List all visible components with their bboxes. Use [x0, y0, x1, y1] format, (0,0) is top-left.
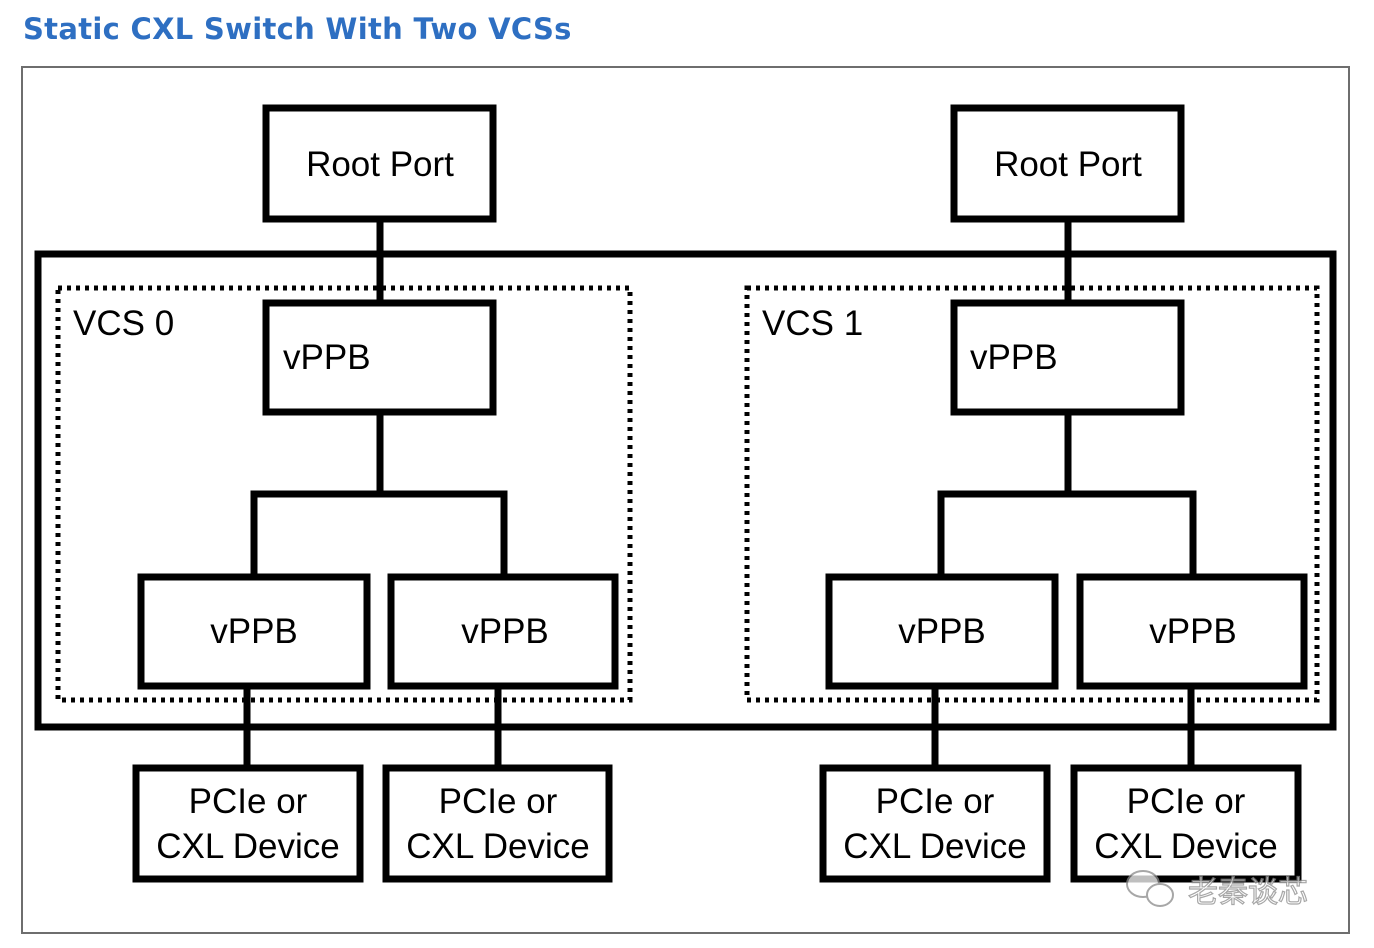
- vcs0-label: VCS 0: [73, 304, 174, 343]
- vcs0-downstream-vppb-1-label: vPPB: [210, 612, 298, 651]
- vcs1-region: [744, 285, 1320, 703]
- device-1-line2: CXL Device: [156, 827, 340, 866]
- device-4: PCIe or CXL Device: [1070, 764, 1302, 883]
- device-3-line2: CXL Device: [843, 827, 1027, 866]
- device-2: PCIe or CXL Device: [382, 764, 613, 883]
- vcs0-upstream-vppb: vPPB: [262, 299, 497, 416]
- watermark: 老秦谈芯: [1126, 870, 1309, 911]
- root-port-1-label: Root Port: [994, 145, 1142, 184]
- diagram-title: Static CXL Switch With Two VCSs: [23, 12, 572, 46]
- vcs1-downstream-vppb-2-label: vPPB: [1149, 612, 1237, 651]
- cxl-switch-box: [34, 250, 1337, 731]
- vcs1-connectors: [931, 219, 1197, 768]
- vcs1-downstream-vppb-1: vPPB: [825, 573, 1059, 690]
- vcs1-upstream-vppb-label: vPPB: [970, 338, 1058, 377]
- device-4-line1: PCIe or: [1127, 782, 1246, 821]
- device-4-line2: CXL Device: [1094, 827, 1278, 866]
- vcs1-upstream-vppb: vPPB: [950, 299, 1185, 416]
- root-port-0-label: Root Port: [306, 145, 454, 184]
- vcs0-downstream-vppb-1: vPPB: [137, 573, 371, 690]
- root-port-0: Root Port: [262, 104, 497, 223]
- vcs0-downstream-vppb-2-label: vPPB: [461, 612, 549, 651]
- watermark-text: 老秦谈芯: [1188, 875, 1308, 910]
- root-port-1: Root Port: [950, 104, 1185, 223]
- device-2-line1: PCIe or: [439, 782, 558, 821]
- vcs1-downstream-vppb-2: vPPB: [1076, 573, 1308, 690]
- figure-frame: [21, 66, 1350, 934]
- vcs0-connectors: [243, 219, 508, 768]
- device-1: PCIe or CXL Device: [132, 764, 364, 883]
- vcs1-label: VCS 1: [762, 304, 863, 343]
- device-1-line1: PCIe or: [189, 782, 308, 821]
- vcs0-downstream-vppb-2: vPPB: [387, 573, 619, 690]
- device-2-line2: CXL Device: [406, 827, 590, 866]
- device-3-line1: PCIe or: [876, 782, 995, 821]
- vcs0-region: [55, 285, 633, 703]
- device-3: PCIe or CXL Device: [819, 764, 1051, 883]
- vcs0-upstream-vppb-label: vPPB: [283, 338, 371, 377]
- vcs1-downstream-vppb-1-label: vPPB: [898, 612, 986, 651]
- wechat-icon: [1126, 870, 1174, 907]
